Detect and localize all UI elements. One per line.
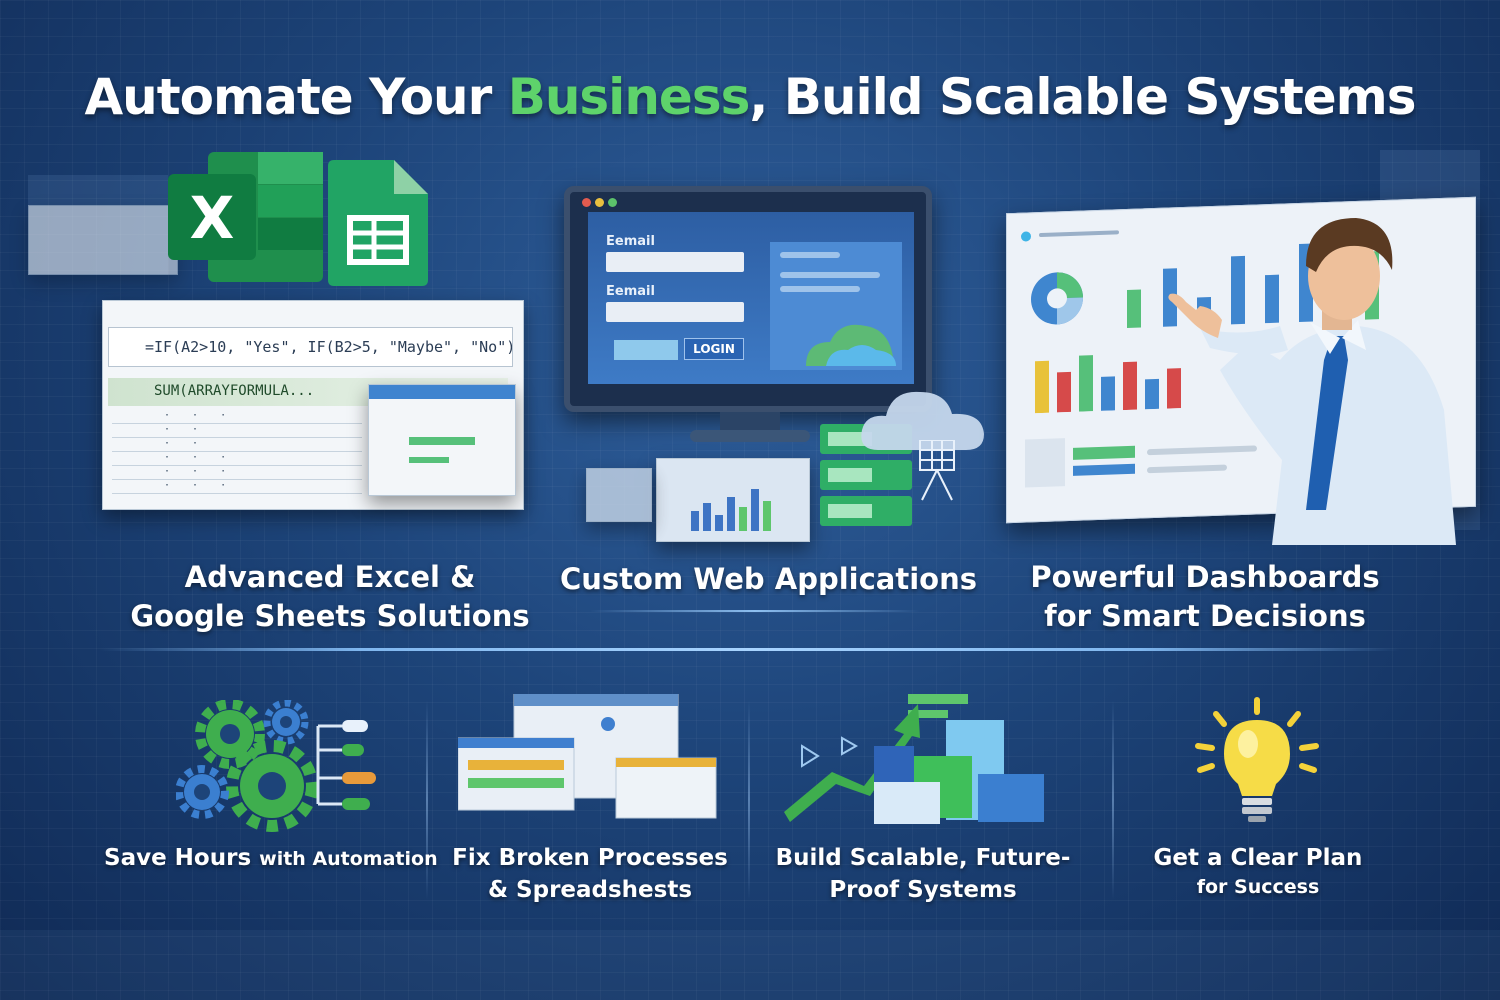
title-part-1: Automate Your bbox=[84, 68, 508, 126]
separator-3 bbox=[1112, 700, 1114, 900]
formula-bar: =IF(A2>10, "Yes", IF(B2>5, "Maybe", "No"… bbox=[108, 327, 513, 367]
grid-row: ··· bbox=[112, 410, 362, 424]
title-highlight: Business bbox=[507, 68, 751, 126]
grid-row: ··· bbox=[112, 480, 362, 494]
email-field-1[interactable] bbox=[606, 252, 744, 272]
section-label-excel: Advanced Excel & Google Sheets Solutions bbox=[130, 558, 530, 635]
growth-chart-icon bbox=[784, 694, 1044, 824]
login-form: Eemail Eemail LOGIN bbox=[588, 212, 914, 384]
section-web-line-1: Custom Web Applications bbox=[560, 562, 978, 596]
page-title: Automate Your Business, Build Scalable S… bbox=[0, 68, 1500, 126]
preview-panel bbox=[770, 242, 902, 370]
bar-chart-bottom-icon bbox=[1035, 355, 1181, 414]
network-tower-icon bbox=[919, 440, 955, 501]
presenter-person bbox=[1168, 218, 1456, 545]
bg-panel-bottom bbox=[0, 930, 1500, 1000]
pie-chart-icon bbox=[1031, 272, 1083, 325]
monitor-screen: Eemail Eemail LOGIN bbox=[564, 186, 932, 412]
feature-fix: Fix Broken Processes & Spreadshests bbox=[440, 842, 740, 906]
login-button[interactable]: LOGIN bbox=[684, 338, 744, 360]
spreadsheet-popup bbox=[368, 384, 516, 496]
feature-automation: Save Hours with Automation bbox=[104, 842, 438, 874]
section-excel-line-2: Google Sheets Solutions bbox=[130, 598, 530, 633]
grid-row: ··· bbox=[112, 466, 362, 480]
monitor-stand bbox=[720, 412, 780, 432]
lightbulb-icon bbox=[1195, 697, 1319, 822]
mini-chart-window bbox=[656, 458, 810, 542]
section-dash-line-2: for Smart Decisions bbox=[1044, 598, 1366, 633]
main-divider bbox=[100, 648, 1400, 651]
grid-row: ·· bbox=[112, 438, 362, 452]
section-label-web: Custom Web Applications bbox=[560, 560, 978, 599]
login-bar bbox=[614, 340, 678, 360]
separator-2 bbox=[748, 700, 750, 900]
feature-scalable: Build Scalable, Future- Proof Systems bbox=[770, 842, 1076, 906]
spreadsheet-window-back bbox=[28, 205, 178, 275]
feature-scalable-line-2: Proof Systems bbox=[829, 877, 1017, 904]
cloud-icon bbox=[861, 391, 984, 450]
email-label-2: Eemail bbox=[606, 284, 655, 299]
feature-plan-line-1: Get a Clear Plan bbox=[1153, 845, 1363, 871]
web-label-underline bbox=[590, 610, 920, 612]
section-dash-line-1: Powerful Dashboards bbox=[1030, 560, 1380, 594]
svg-text:X: X bbox=[190, 184, 235, 252]
title-part-2: , Build Scalable Systems bbox=[749, 68, 1416, 126]
email-label-1: Eemail bbox=[606, 234, 655, 249]
feature-automation-small: with Automation bbox=[259, 848, 438, 870]
email-field-2[interactable] bbox=[606, 302, 744, 322]
bar-chart-icon bbox=[691, 489, 771, 531]
feature-automation-main: Save Hours bbox=[104, 845, 260, 871]
section-label-dashboards: Powerful Dashboards for Smart Decisions bbox=[1010, 558, 1400, 635]
monitor-base bbox=[690, 430, 810, 442]
grid-row: ·· bbox=[112, 424, 362, 438]
grid-row: ··· bbox=[112, 452, 362, 466]
section-excel-line-1: Advanced Excel & bbox=[184, 560, 476, 594]
excel-icon: X bbox=[168, 152, 323, 282]
feature-plan: Get a Clear Plan for Success bbox=[1130, 842, 1386, 901]
window-dots bbox=[582, 198, 632, 208]
cloud-chart-icon bbox=[806, 324, 896, 366]
side-window bbox=[586, 468, 652, 522]
google-sheets-icon bbox=[328, 160, 428, 286]
spreadsheet-grid: ··· ·· ·· ··· ··· ··· bbox=[112, 410, 362, 494]
feature-fix-line-2: & Spreadshests bbox=[487, 877, 693, 904]
feature-scalable-line-1: Build Scalable, Future- bbox=[775, 845, 1071, 871]
feature-fix-line-1: Fix Broken Processes bbox=[452, 845, 728, 871]
feature-plan-line-2: for Success bbox=[1196, 876, 1320, 899]
separator-1 bbox=[426, 700, 428, 900]
windows-icon bbox=[458, 694, 717, 819]
gears-icon bbox=[176, 700, 376, 832]
